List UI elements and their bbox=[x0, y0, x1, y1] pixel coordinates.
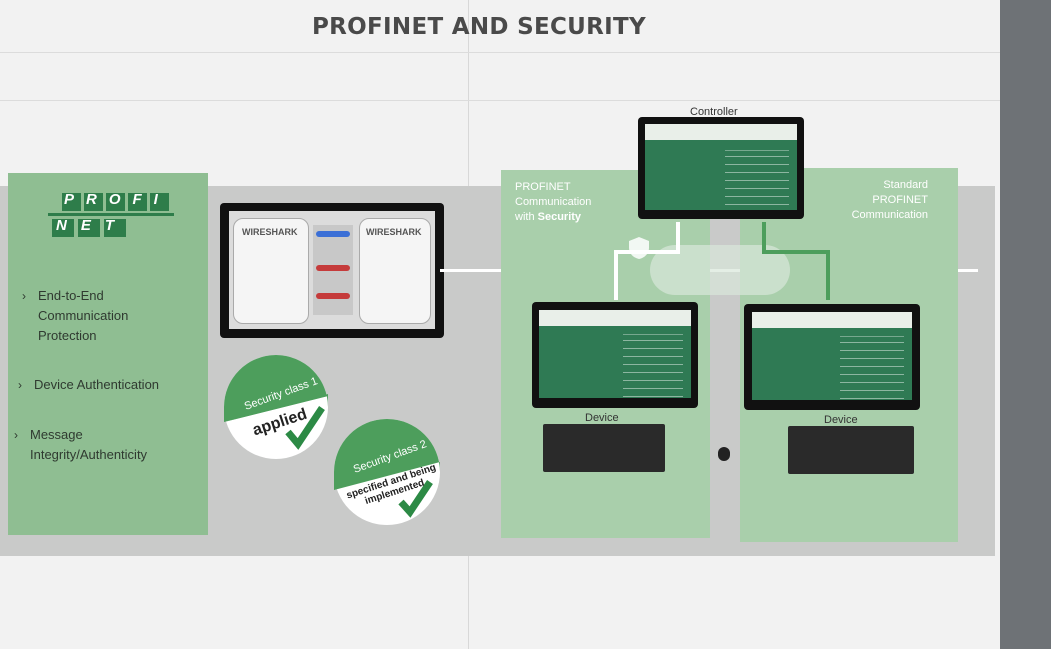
screen-header bbox=[539, 310, 691, 326]
controller-screen bbox=[645, 124, 797, 210]
status-button-red bbox=[316, 293, 350, 299]
device-label-standard: Device bbox=[824, 414, 858, 426]
features-panel: PROFI NET › End-to-End Communication Pro… bbox=[8, 173, 208, 535]
device-screen bbox=[752, 312, 912, 400]
screen-table bbox=[840, 336, 904, 400]
shield-icon bbox=[629, 237, 649, 259]
security-class-2-badge bbox=[334, 419, 440, 525]
page-title: PROFINET AND SECURITY bbox=[312, 14, 646, 40]
arrow-line-standard bbox=[762, 250, 830, 254]
feature-end-to-end: › End-to-End Communication Protection bbox=[22, 288, 129, 343]
controller-monitor bbox=[638, 117, 804, 219]
device-screen bbox=[539, 310, 691, 398]
status-button-blue bbox=[316, 231, 350, 237]
security-class-1-badge bbox=[224, 355, 328, 459]
wireshark-screen: WIRESHARK WIRESHARK bbox=[229, 211, 435, 329]
chevron-right-icon: › bbox=[22, 289, 26, 303]
wireshark-pane-right: WIRESHARK bbox=[359, 218, 431, 324]
wireshark-logo-left: WIRESHARK bbox=[242, 227, 298, 237]
secure-panel-text: PROFINET Communication with Security bbox=[515, 181, 592, 223]
wireshark-middle bbox=[313, 225, 353, 315]
device-hardware bbox=[543, 424, 665, 472]
wireshark-logo-right: WIRESHARK bbox=[366, 227, 422, 237]
logo-text-bottom: NET bbox=[56, 217, 128, 234]
screen-table bbox=[623, 334, 683, 398]
chevron-right-icon: › bbox=[14, 428, 18, 442]
screen-header bbox=[645, 124, 797, 140]
device-label-secure: Device bbox=[585, 412, 619, 424]
screen-header bbox=[752, 312, 912, 328]
device-monitor-secure bbox=[532, 302, 698, 408]
arrow-line-standard bbox=[762, 222, 766, 254]
status-button-red bbox=[316, 265, 350, 271]
standard-panel-text: Standard PROFINET Communication bbox=[851, 179, 928, 221]
wall-line bbox=[0, 52, 1000, 53]
arrow-line bbox=[676, 222, 680, 254]
device-hardware bbox=[788, 426, 914, 474]
mouse bbox=[718, 447, 730, 461]
wireshark-monitor: WIRESHARK WIRESHARK bbox=[220, 203, 444, 338]
wall-line bbox=[0, 100, 1000, 101]
feature-device-auth: › Device Authentication bbox=[18, 375, 159, 395]
feature-message-integrity: › Message Integrity/Authenticity bbox=[14, 427, 148, 462]
screen-table bbox=[725, 150, 789, 210]
arrow-line bbox=[614, 250, 618, 300]
controller-label: Controller bbox=[690, 106, 738, 118]
arrow-line-standard bbox=[826, 250, 830, 300]
chevron-right-icon: › bbox=[18, 378, 22, 392]
wireshark-pane-left: WIRESHARK bbox=[233, 218, 309, 324]
profinet-logo bbox=[48, 193, 174, 237]
logo-text-top: PROFI bbox=[64, 191, 170, 208]
device-monitor-standard bbox=[744, 304, 920, 410]
